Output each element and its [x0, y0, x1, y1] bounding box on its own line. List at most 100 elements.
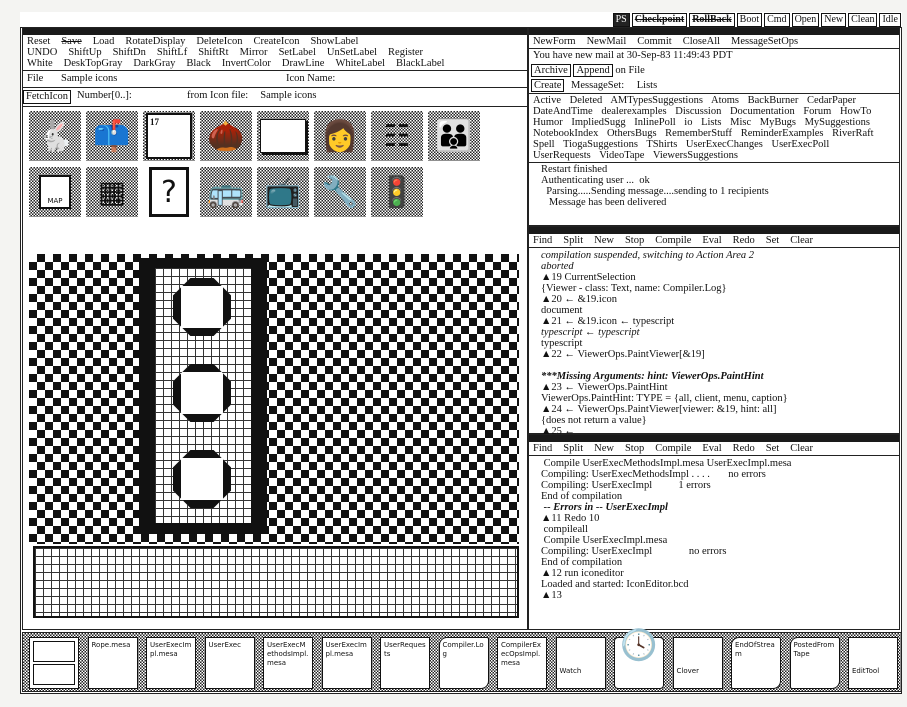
- menu-item-createicon[interactable]: CreateIcon: [253, 36, 300, 47]
- message-set-userexecchanges[interactable]: UserExecChanges: [685, 139, 763, 150]
- menu-item-setlabel[interactable]: SetLabel: [278, 47, 316, 58]
- message-set-lists[interactable]: Lists: [701, 117, 722, 128]
- tools-box-icon[interactable]: Watch: [555, 637, 606, 689]
- message-set-cedarpaper[interactable]: CedarPaper: [806, 95, 856, 106]
- clover-icon[interactable]: Clover: [672, 637, 723, 689]
- menu-item-shiftrt[interactable]: ShiftRt: [198, 47, 229, 58]
- icon-label-grid[interactable]: [33, 546, 519, 618]
- closed-document-icon[interactable]: UserExec: [204, 637, 255, 689]
- tv-icon[interactable]: 📺: [257, 167, 309, 217]
- menu-item-blacklabel[interactable]: BlackLabel: [396, 58, 445, 69]
- mail-menu-messagesetops[interactable]: MessageSetOps: [731, 36, 799, 47]
- menu-item-shiftup[interactable]: ShiftUp: [68, 47, 102, 58]
- exec-typescript-b[interactable]: Compile UserExecMethodsImpl.mesa UserExe…: [529, 456, 899, 603]
- exec-menu-stop[interactable]: Stop: [624, 235, 645, 246]
- menu-item-register[interactable]: Register: [388, 47, 424, 58]
- from-icon-file-value[interactable]: Sample icons: [260, 90, 317, 101]
- traffic-light-icon[interactable]: 🚦: [371, 167, 423, 217]
- checkpoint-button[interactable]: Checkpoint: [631, 13, 688, 27]
- keyboard-calendar-icon[interactable]: ▦: [86, 167, 138, 217]
- menu-item-mirror[interactable]: Mirror: [239, 47, 268, 58]
- exec-menu-split[interactable]: Split: [563, 235, 584, 246]
- menu-item-shiftdn[interactable]: ShiftDn: [112, 47, 146, 58]
- menu-item-undo[interactable]: UNDO: [27, 47, 58, 58]
- message-set-tshirts[interactable]: TShirts: [646, 139, 678, 150]
- menu-item-save[interactable]: Save: [61, 36, 82, 47]
- icon-bitmap-grid[interactable]: [29, 254, 519, 544]
- exec-menu-redo[interactable]: Redo: [732, 443, 755, 454]
- message-set-viewerssuggestions[interactable]: ViewersSuggestions: [652, 150, 739, 161]
- message-set-atoms[interactable]: Atoms: [710, 95, 739, 106]
- exec-menu-set[interactable]: Set: [765, 443, 780, 454]
- scroll-icon[interactable]: Compiler.Log: [438, 637, 489, 689]
- menu-item-white[interactable]: White: [27, 58, 53, 69]
- document-icon[interactable]: CompilerExecOpsImpl.mesa: [497, 637, 547, 689]
- message-set-dateandtime[interactable]: DateAndTime: [533, 106, 593, 117]
- menu-item-rotatedisplay[interactable]: RotateDisplay: [125, 36, 186, 47]
- message-set-field[interactable]: Lists: [636, 80, 658, 91]
- exec-menu-find[interactable]: Find: [533, 235, 553, 246]
- mail-menu-newform[interactable]: NewForm: [533, 36, 576, 47]
- scroll-icon[interactable]: PostedFromTape: [789, 637, 840, 689]
- append-button[interactable]: Append: [573, 64, 613, 77]
- help-icon[interactable]: ?: [149, 167, 189, 217]
- menu-item-darkgray[interactable]: DarkGray: [133, 58, 176, 69]
- message-set-videotape[interactable]: VideoTape: [599, 150, 645, 161]
- number-field[interactable]: Number[0..]:: [77, 90, 132, 101]
- message-set-notebookindex[interactable]: NotebookIndex: [533, 128, 599, 139]
- map-icon[interactable]: MAP: [29, 167, 81, 217]
- menu-item-desktopgray[interactable]: DeskTopGray: [63, 58, 123, 69]
- acorn-icon[interactable]: 🌰: [200, 111, 252, 161]
- message-set-howto[interactable]: HowTo: [839, 106, 872, 117]
- exec-menu-find[interactable]: Find: [533, 443, 553, 454]
- fetch-icon-button[interactable]: FetchIcon: [23, 90, 71, 104]
- message-set-humor[interactable]: Humor: [533, 117, 563, 128]
- message-set-backburner[interactable]: BackBurner: [747, 95, 799, 106]
- message-set-amtypessuggestions[interactable]: AMTypesSuggestions: [610, 95, 703, 106]
- menu-item-drawline[interactable]: DrawLine: [281, 58, 325, 69]
- message-set-active[interactable]: Active: [533, 95, 561, 106]
- create-button[interactable]: Create: [531, 79, 565, 92]
- file-cabinet-icon[interactable]: [29, 637, 79, 689]
- message-set-spell[interactable]: Spell: [533, 139, 555, 150]
- message-set-impliedsugg[interactable]: ImpliedSugg: [571, 117, 626, 128]
- menu-item-shiftlf[interactable]: ShiftLf: [156, 47, 188, 58]
- file-field[interactable]: Sample icons: [61, 73, 118, 84]
- menu-item-invertcolor[interactable]: InvertColor: [221, 58, 271, 69]
- idle-button[interactable]: Idle: [879, 13, 901, 27]
- message-set-mysuggestions[interactable]: MySuggestions: [804, 117, 870, 128]
- menu-item-unsetlabel[interactable]: UnSetLabel: [326, 47, 378, 58]
- people-icon[interactable]: 👪: [428, 111, 480, 161]
- message-set-rememberstuff[interactable]: RememberStuff: [665, 128, 733, 139]
- message-set-forum[interactable]: Forum: [803, 106, 832, 117]
- message-set-io[interactable]: io: [684, 117, 693, 128]
- message-set-discussion[interactable]: Discussion: [675, 106, 722, 117]
- tools-icon[interactable]: 🔧: [314, 167, 366, 217]
- cmd-button[interactable]: Cmd: [764, 13, 790, 27]
- message-set-reminderexamples[interactable]: ReminderExamples: [740, 128, 824, 139]
- document-icon[interactable]: Rope.mesa: [87, 637, 138, 689]
- receptionist-icon[interactable]: 👩: [314, 111, 366, 161]
- message-set-othersbugs[interactable]: OthersBugs: [606, 128, 657, 139]
- boot-button[interactable]: Boot: [736, 13, 763, 27]
- exec-menu-new[interactable]: New: [594, 235, 614, 246]
- message-set-tiogasuggestions[interactable]: TiogaSuggestions: [563, 139, 638, 150]
- rabbit-icon[interactable]: 🐇: [29, 111, 81, 161]
- exec-menu-clear[interactable]: Clear: [790, 235, 813, 246]
- archive-button[interactable]: Archive: [531, 64, 571, 77]
- clock-icon[interactable]: 🕓: [614, 631, 664, 689]
- mail-menu-newmail[interactable]: NewMail: [586, 36, 627, 47]
- new-button[interactable]: New: [821, 13, 847, 27]
- exec-menu-compile[interactable]: Compile: [655, 443, 692, 454]
- closed-document-icon[interactable]: UserRequests: [380, 637, 430, 689]
- ps-icon[interactable]: PS: [612, 13, 630, 27]
- menu-item-whitelabel[interactable]: WhiteLabel: [335, 58, 386, 69]
- exec-menu-stop[interactable]: Stop: [624, 443, 645, 454]
- mailbox-icon[interactable]: 📫: [86, 111, 138, 161]
- exec-menu-compile[interactable]: Compile: [655, 235, 692, 246]
- mail-menu-closeall[interactable]: CloseAll: [682, 36, 721, 47]
- open-button[interactable]: Open: [791, 13, 820, 27]
- menu-item-deleteicon[interactable]: DeleteIcon: [196, 36, 243, 47]
- exec-menu-set[interactable]: Set: [765, 235, 780, 246]
- message-set-misc[interactable]: Misc: [730, 117, 752, 128]
